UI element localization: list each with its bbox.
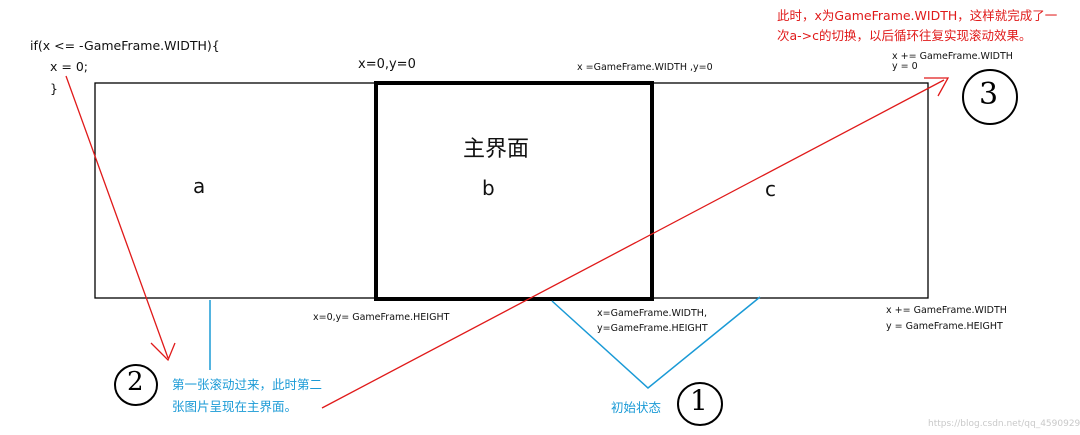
red-arrowhead-step-2	[150, 342, 176, 362]
coord-right-top-line-2: y = 0	[892, 61, 918, 72]
red-arrowhead-step-3	[924, 77, 950, 97]
step-3-number: 3	[979, 77, 999, 112]
main-screen-title: 主界面	[463, 137, 530, 162]
step-1-circle	[677, 382, 723, 426]
step-2-number: 2	[127, 367, 144, 397]
blue-note-step-2: 第一张滚动过来，此时第二张图片呈现在主界面。	[172, 377, 323, 414]
code-line-2: x = 0;	[50, 59, 88, 74]
code-line-1: if(x <= -GameFrame.WIDTH){	[30, 38, 220, 53]
panel-c-label: c	[765, 177, 776, 201]
coord-c-bottom-line-1: x=GameFrame.WIDTH,	[597, 308, 707, 319]
coord-c-bottom-line-2: y=GameFrame.HEIGHT	[597, 323, 708, 334]
main-frame-b	[374, 81, 654, 301]
step-2-circle	[114, 364, 158, 406]
blue-v-pointer	[551, 296, 761, 389]
coord-b-top: x=0,y=0	[358, 57, 416, 72]
code-line-3: }	[50, 81, 58, 96]
panel-a-label: a	[193, 174, 206, 198]
red-explanation-note: 此时，x为GameFrame.WIDTH，这样就完成了一次a->c的切换，以后循…	[777, 8, 1058, 43]
coord-c-top: x =GameFrame.WIDTH ,y=0	[577, 62, 713, 73]
blue-note-initial-state: 初始状态	[611, 400, 662, 415]
step-1-number: 1	[690, 384, 708, 417]
red-arrow-to-step-3	[321, 79, 945, 409]
coord-b-bottom: x=0,y= GameFrame.HEIGHT	[313, 312, 450, 323]
watermark: https://blog.csdn.net/qq_45909299	[928, 419, 1080, 429]
panel-b-label: b	[482, 176, 495, 200]
step-3-circle	[962, 69, 1018, 125]
red-arrow-to-step-2	[65, 75, 169, 359]
coord-right-bottom-line-1: x += GameFrame.WIDTH	[886, 305, 1007, 316]
coord-right-top-line-1: x += GameFrame.WIDTH	[892, 51, 1013, 62]
outer-strip-frame	[94, 82, 929, 299]
coord-right-bottom-line-2: y = GameFrame.HEIGHT	[886, 321, 1003, 332]
